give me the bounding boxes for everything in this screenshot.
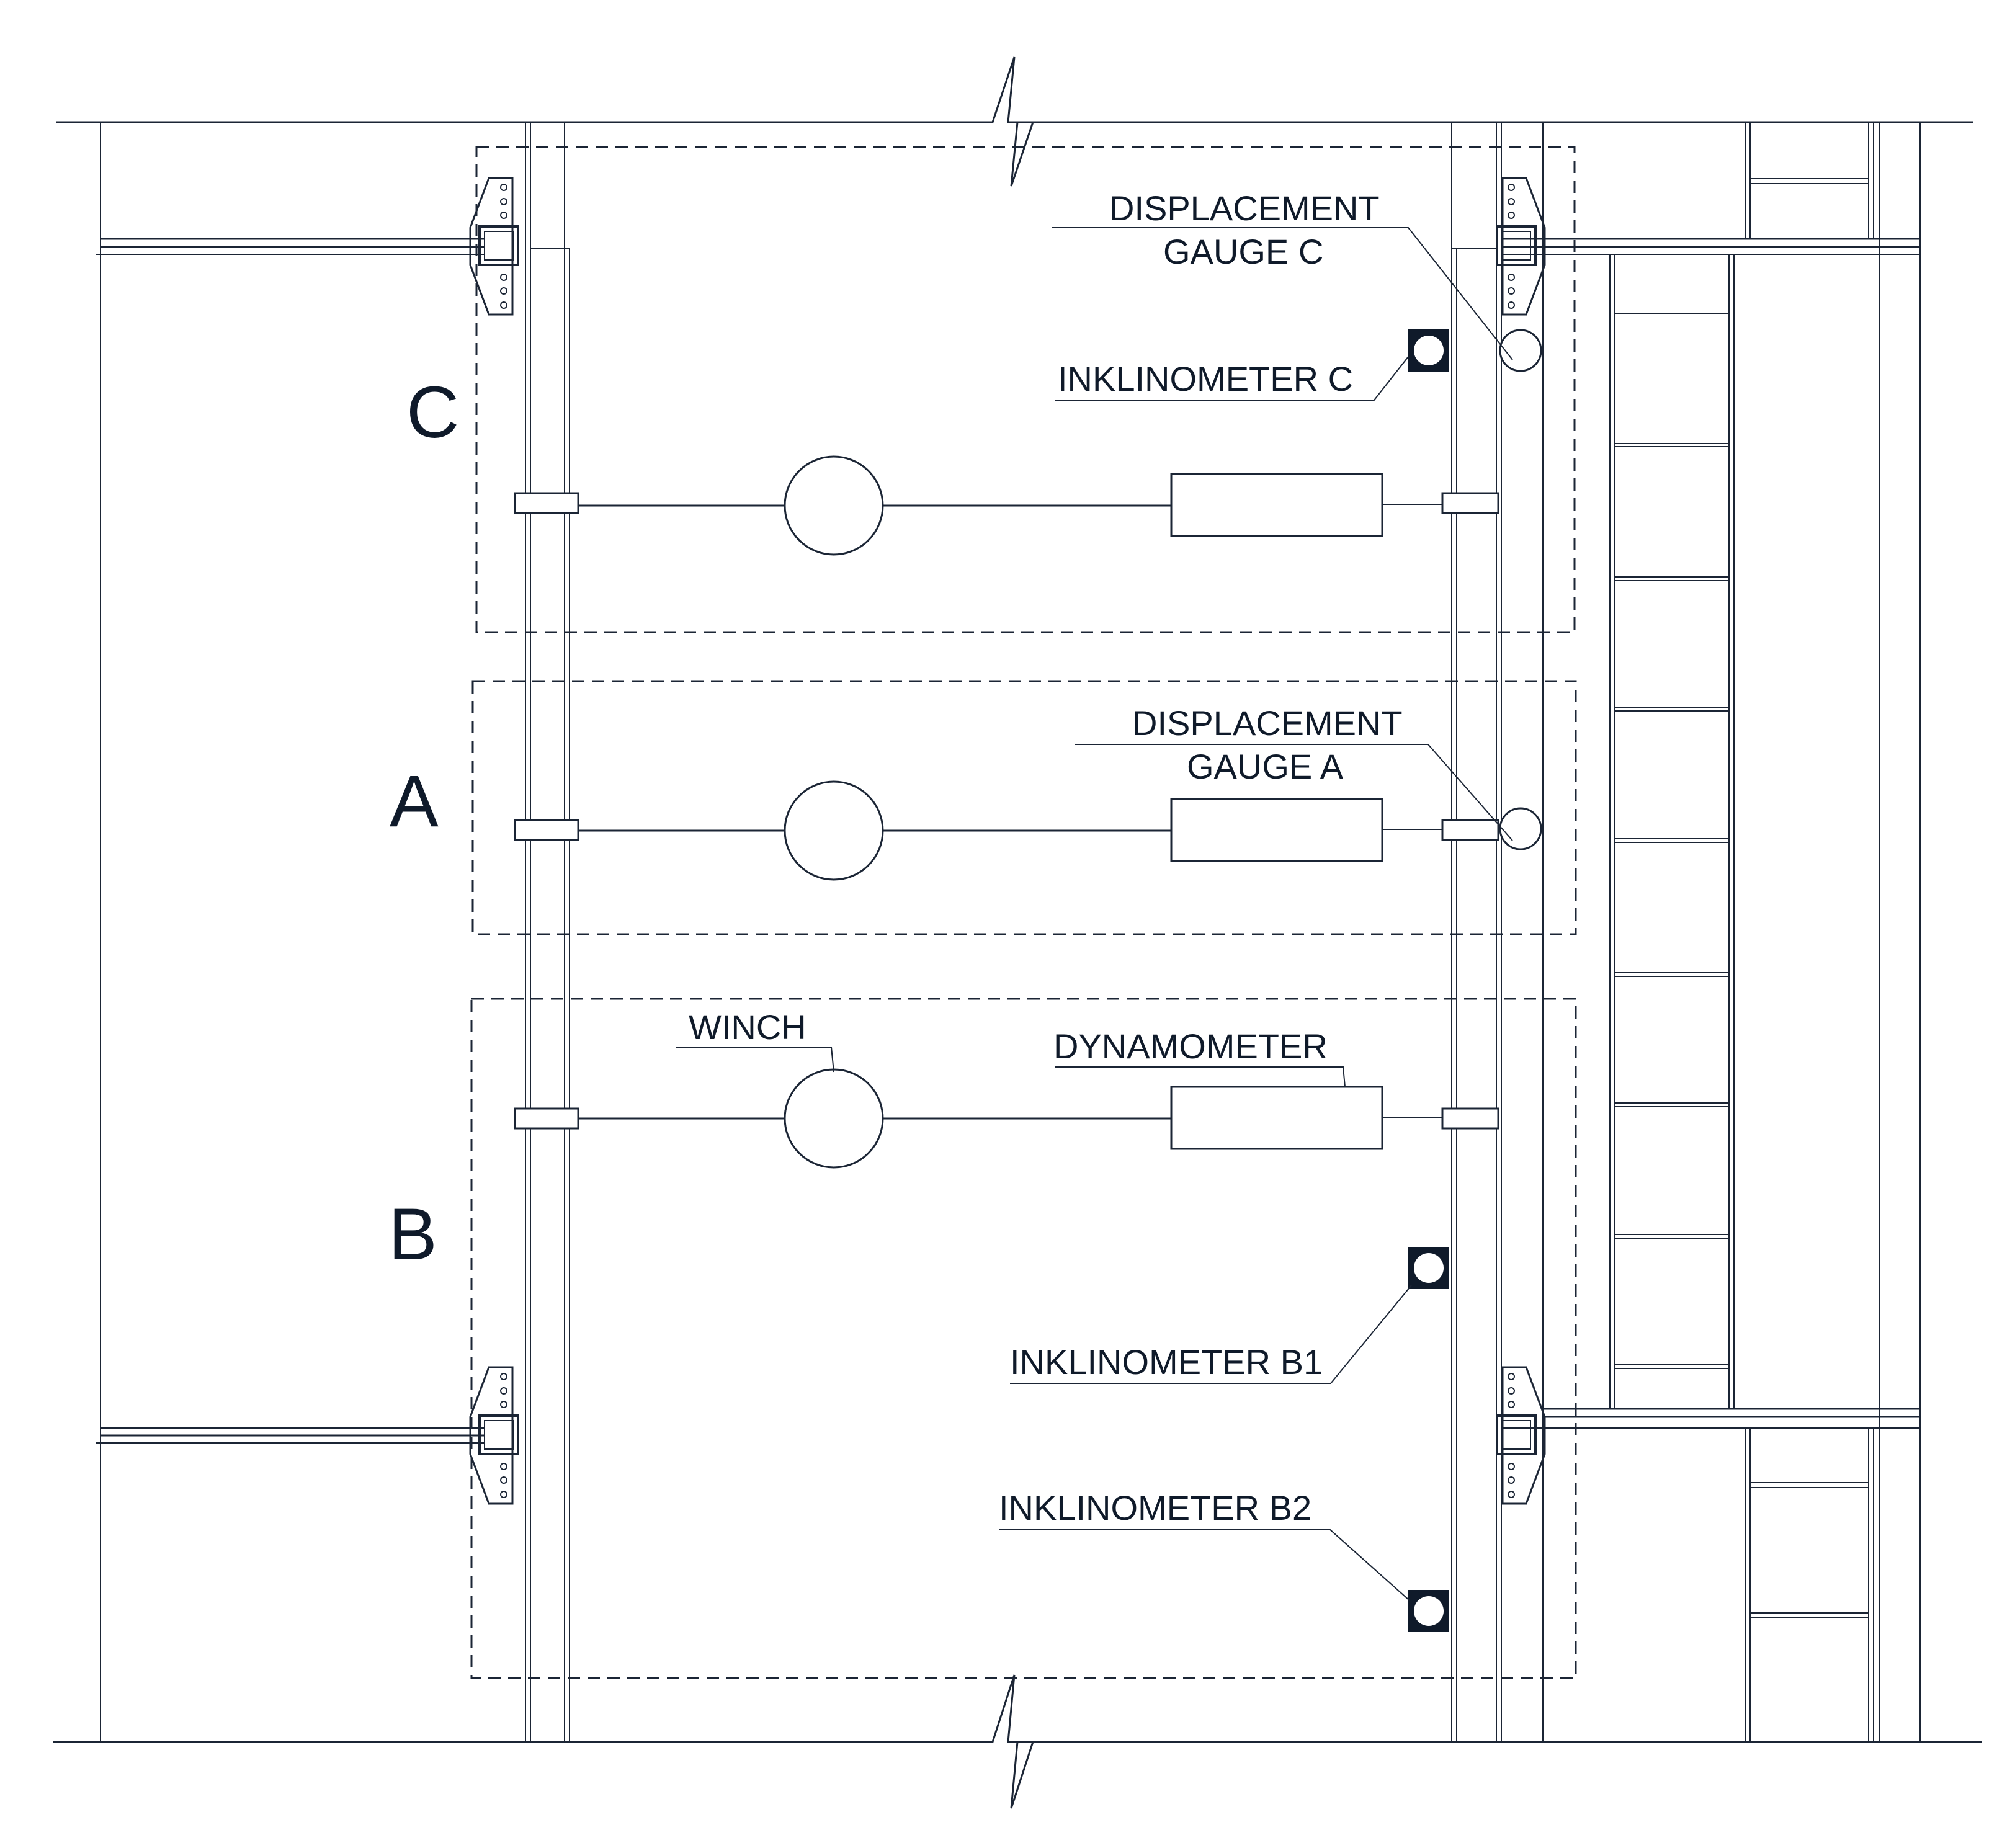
box-section xyxy=(478,225,519,266)
connection-node-top-right xyxy=(1496,177,1546,316)
bolt xyxy=(1508,212,1515,219)
bolt xyxy=(1508,1463,1515,1470)
label-displacement-gauge-a-line2: GAUGE A xyxy=(1187,747,1344,786)
label-displacement-gauge-c-line1: DISPLACEMENT xyxy=(1109,189,1380,228)
bolt xyxy=(1508,274,1515,281)
bolt xyxy=(1508,287,1515,295)
label-dynamometer: DYNAMOMETER xyxy=(1053,1027,1328,1066)
structure-frame xyxy=(53,56,1982,1809)
label-winch: WINCH xyxy=(689,1007,806,1047)
anchor-plate-right xyxy=(1441,819,1499,841)
zone-label-b: B xyxy=(388,1194,437,1275)
displacement-gauge-icon xyxy=(1499,329,1542,372)
bolt xyxy=(1508,1387,1515,1395)
label-inklinometer-b2: INKLINOMETER B2 xyxy=(999,1488,1311,1527)
displacement-gauge-a xyxy=(1075,744,1542,850)
bolt xyxy=(1508,184,1515,191)
winch-icon xyxy=(784,455,884,556)
label-inklinometer-c: INKLINOMETER C xyxy=(1058,359,1353,398)
box-section xyxy=(478,1414,519,1455)
beam-column-connections xyxy=(469,177,1546,1505)
inklinometer-icon-face xyxy=(1414,1596,1444,1626)
box-section-inner xyxy=(484,231,514,261)
loading-assembly-a xyxy=(514,780,1499,881)
bolt xyxy=(1508,1476,1515,1484)
label-inklinometer-b1: INKLINOMETER B1 xyxy=(1010,1342,1323,1382)
dynamometer-leader-line xyxy=(1055,1066,1346,1087)
zone-b-boundary xyxy=(470,998,1577,1679)
gusset-plate xyxy=(469,1366,514,1505)
bolt xyxy=(1508,1401,1515,1408)
bottom-edge-line xyxy=(53,1674,1982,1809)
ladder-rungs xyxy=(1615,313,1729,1369)
gusset-plate xyxy=(1501,177,1546,316)
connection-node-bottom-left xyxy=(469,1366,519,1505)
top-edge-line xyxy=(56,56,1973,187)
bolt xyxy=(500,274,507,281)
zone-label-a: A xyxy=(390,761,439,842)
bolt xyxy=(1508,301,1515,309)
box-section xyxy=(1496,1414,1537,1455)
leader-line xyxy=(1075,744,1513,841)
inklinometer-b1 xyxy=(1010,1247,1449,1384)
connection-node-top-left xyxy=(469,177,519,316)
anchor-plate-left xyxy=(514,1107,579,1130)
anchor-plate-right xyxy=(1441,492,1499,514)
leader-line xyxy=(1055,356,1409,401)
inklinometer-c xyxy=(1055,329,1449,401)
anchor-plate-right xyxy=(1441,1107,1499,1130)
zone-c-boundary xyxy=(475,146,1576,633)
bolt xyxy=(500,1463,507,1470)
bolt xyxy=(1508,1373,1515,1380)
label-displacement-gauge-a-line1: DISPLACEMENT xyxy=(1132,703,1403,743)
bolt xyxy=(500,212,507,219)
bolt xyxy=(1508,198,1515,205)
leader-line xyxy=(1052,227,1513,360)
dynamometer-icon xyxy=(1170,1086,1383,1150)
box-section-inner xyxy=(484,1420,514,1450)
anchor-plate-left xyxy=(514,819,579,841)
leader-line xyxy=(999,1529,1410,1601)
bolt xyxy=(500,287,507,295)
winch-leader-line xyxy=(676,1047,834,1073)
box-section-inner xyxy=(1501,231,1531,261)
bolt xyxy=(500,198,507,205)
zone-label-c: C xyxy=(406,372,459,453)
bolt xyxy=(500,301,507,309)
bolt xyxy=(500,1387,507,1395)
label-displacement-gauge-c-line2: GAUGE C xyxy=(1163,232,1323,271)
gusset-plate xyxy=(469,177,514,316)
test-zones xyxy=(470,146,1577,1679)
displacement-gauge-c xyxy=(1052,227,1542,372)
anchor-plate-left xyxy=(514,492,579,514)
gusset-plate xyxy=(1501,1366,1546,1505)
winch-icon xyxy=(784,780,884,881)
inklinometer-icon-face xyxy=(1414,1253,1444,1283)
bolt xyxy=(1508,1491,1515,1498)
bolt xyxy=(500,1491,507,1498)
dynamometer-icon xyxy=(1170,473,1383,537)
winch-icon xyxy=(784,1068,884,1169)
inklinometer-icon-face xyxy=(1414,336,1444,365)
box-section-inner xyxy=(1501,1420,1531,1450)
connection-node-bottom-right xyxy=(1496,1366,1546,1505)
bolt xyxy=(500,184,507,191)
loading-assembly-c xyxy=(514,455,1499,556)
zone-a-boundary xyxy=(471,680,1577,935)
leader-line xyxy=(1010,1285,1412,1384)
bolt xyxy=(500,1476,507,1484)
bolt xyxy=(500,1373,507,1380)
box-section xyxy=(1496,225,1537,266)
bolt xyxy=(500,1401,507,1408)
displacement-gauge-icon xyxy=(1499,807,1542,850)
inklinometer-b2 xyxy=(999,1529,1449,1632)
dynamometer-icon xyxy=(1170,798,1383,862)
loading-assembly-b xyxy=(514,1068,1499,1169)
